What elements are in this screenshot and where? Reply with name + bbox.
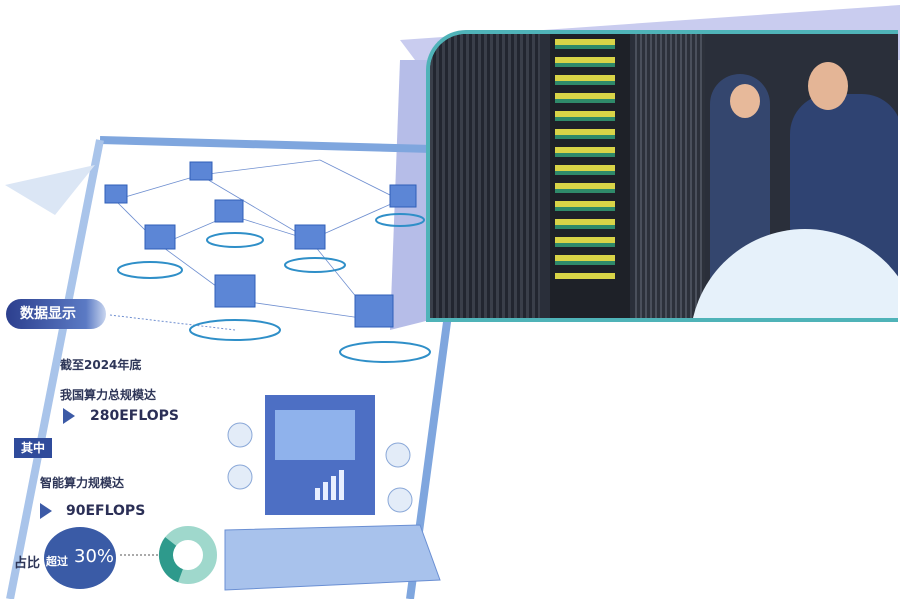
triangle-bullet-icon <box>63 408 75 424</box>
share-mid: 超过 <box>46 555 68 568</box>
section-label: 数据显示 <box>6 299 106 329</box>
server-room-photo <box>426 30 898 322</box>
share-prefix: 占比 <box>14 556 41 571</box>
paper-plane-icon <box>5 165 95 215</box>
total-label: 我国算力总规模达 <box>60 388 157 402</box>
triangle-bullet-icon <box>40 503 52 519</box>
donut-share-segment <box>159 526 217 584</box>
laptop-frame-left <box>6 139 104 599</box>
share-value: 30% <box>74 546 115 567</box>
monitor-icons <box>104 161 417 328</box>
date-text: 截至2024年底 <box>60 358 142 372</box>
laptop-base <box>224 524 441 591</box>
ai-value: 90EFLOPS <box>66 503 146 519</box>
share-oval <box>44 527 116 589</box>
total-value: 280EFLOPS <box>90 408 180 424</box>
sub-label: 其中 <box>14 438 52 458</box>
ai-label: 智能算力规模达 <box>40 476 125 490</box>
